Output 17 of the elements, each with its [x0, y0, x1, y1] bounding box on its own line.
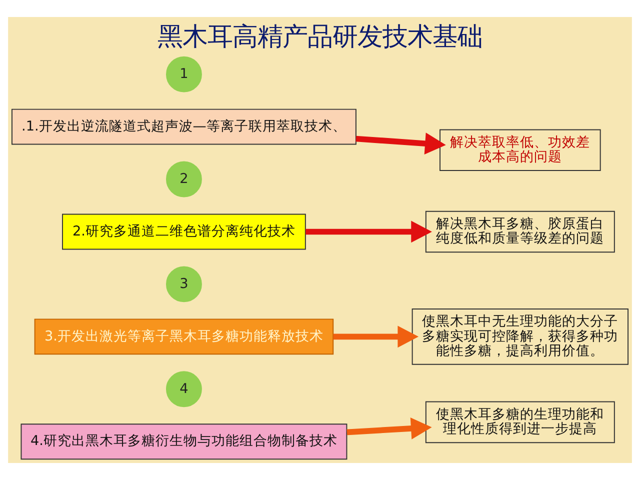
node-circle: 3 — [166, 266, 202, 302]
node-circle: 2 — [166, 161, 202, 198]
node-box: 解决萃取率低、功效差成本高的问题 — [440, 129, 601, 172]
node-box: 解决黑木耳多糖、胶原蛋白纯度低和质量等级差的问题 — [425, 210, 615, 253]
arrow — [333, 326, 419, 348]
node-box: 3.开发出激光等离子黑木耳多糖功能释放技术 — [34, 318, 334, 355]
node-circle: 4 — [166, 371, 202, 408]
arrow — [306, 220, 432, 243]
node-box: 使黑木耳多糖的生理功能和理化性质得到进一步提高 — [425, 401, 615, 444]
node-box: .1.开发出逆流隧道式超声波—等离子联用萃取技术、 — [12, 108, 356, 145]
arrow — [346, 418, 432, 440]
node-circle: 1 — [166, 56, 202, 92]
node-box: 2.研究多通道二维色谱分离纯化技术 — [62, 214, 306, 250]
diagram-title: 黑木耳高精产品研发技术基础 — [158, 22, 482, 51]
arrow — [356, 132, 446, 154]
node-box: 4.研究出黑木耳多糖衍生物与功能组合物制备技术 — [20, 424, 348, 460]
node-box: 使黑木耳中无生理功能的大分子多糖实现可控降解，获得多种功能性多糖，提高利用价值。 — [412, 308, 628, 365]
